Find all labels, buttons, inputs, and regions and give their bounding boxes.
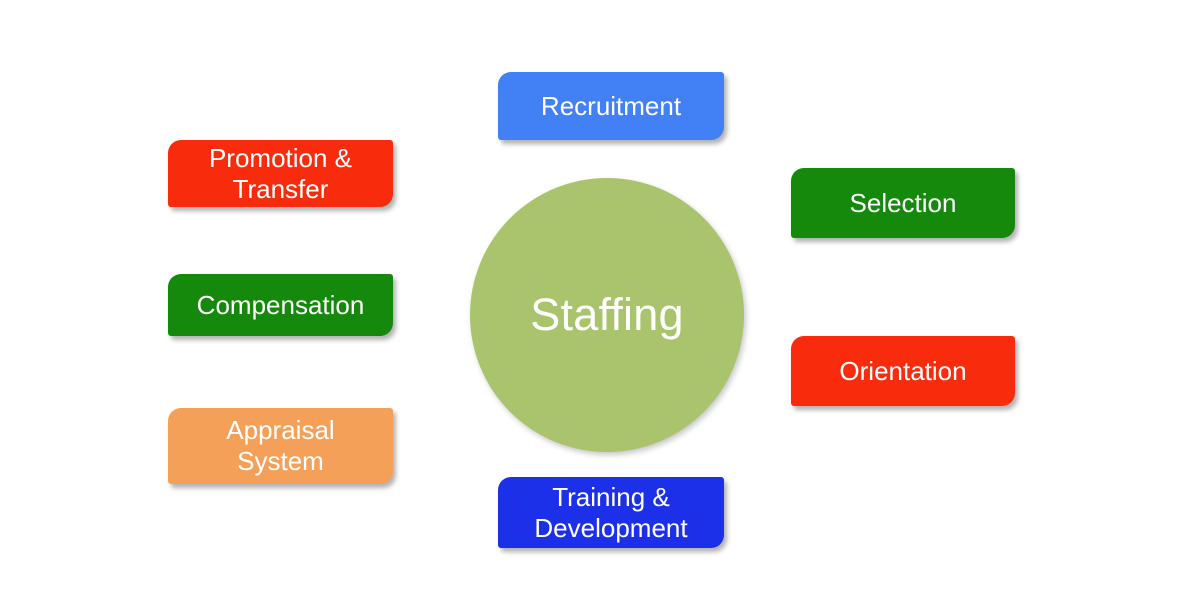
node-compensation[interactable]: Compensation bbox=[168, 274, 393, 336]
node-appraisal-system[interactable]: Appraisal System bbox=[168, 408, 393, 484]
node-recruitment[interactable]: Recruitment bbox=[498, 72, 724, 140]
hub-circle-staffing[interactable]: Staffing bbox=[470, 178, 744, 452]
node-training-development[interactable]: Training & Development bbox=[498, 477, 724, 548]
node-compensation-label: Compensation bbox=[196, 289, 365, 320]
node-selection-label: Selection bbox=[849, 187, 957, 218]
node-promotion-transfer-label: Promotion & Transfer bbox=[208, 142, 353, 204]
node-orientation-label: Orientation bbox=[839, 355, 967, 386]
hub-label: Staffing bbox=[530, 289, 684, 341]
node-training-development-label: Training & Development bbox=[534, 481, 688, 543]
node-appraisal-system-label: Appraisal System bbox=[226, 415, 335, 476]
node-recruitment-label: Recruitment bbox=[540, 90, 682, 121]
node-selection[interactable]: Selection bbox=[791, 168, 1015, 238]
node-promotion-transfer[interactable]: Promotion & Transfer bbox=[168, 140, 393, 207]
node-orientation[interactable]: Orientation bbox=[791, 336, 1015, 406]
